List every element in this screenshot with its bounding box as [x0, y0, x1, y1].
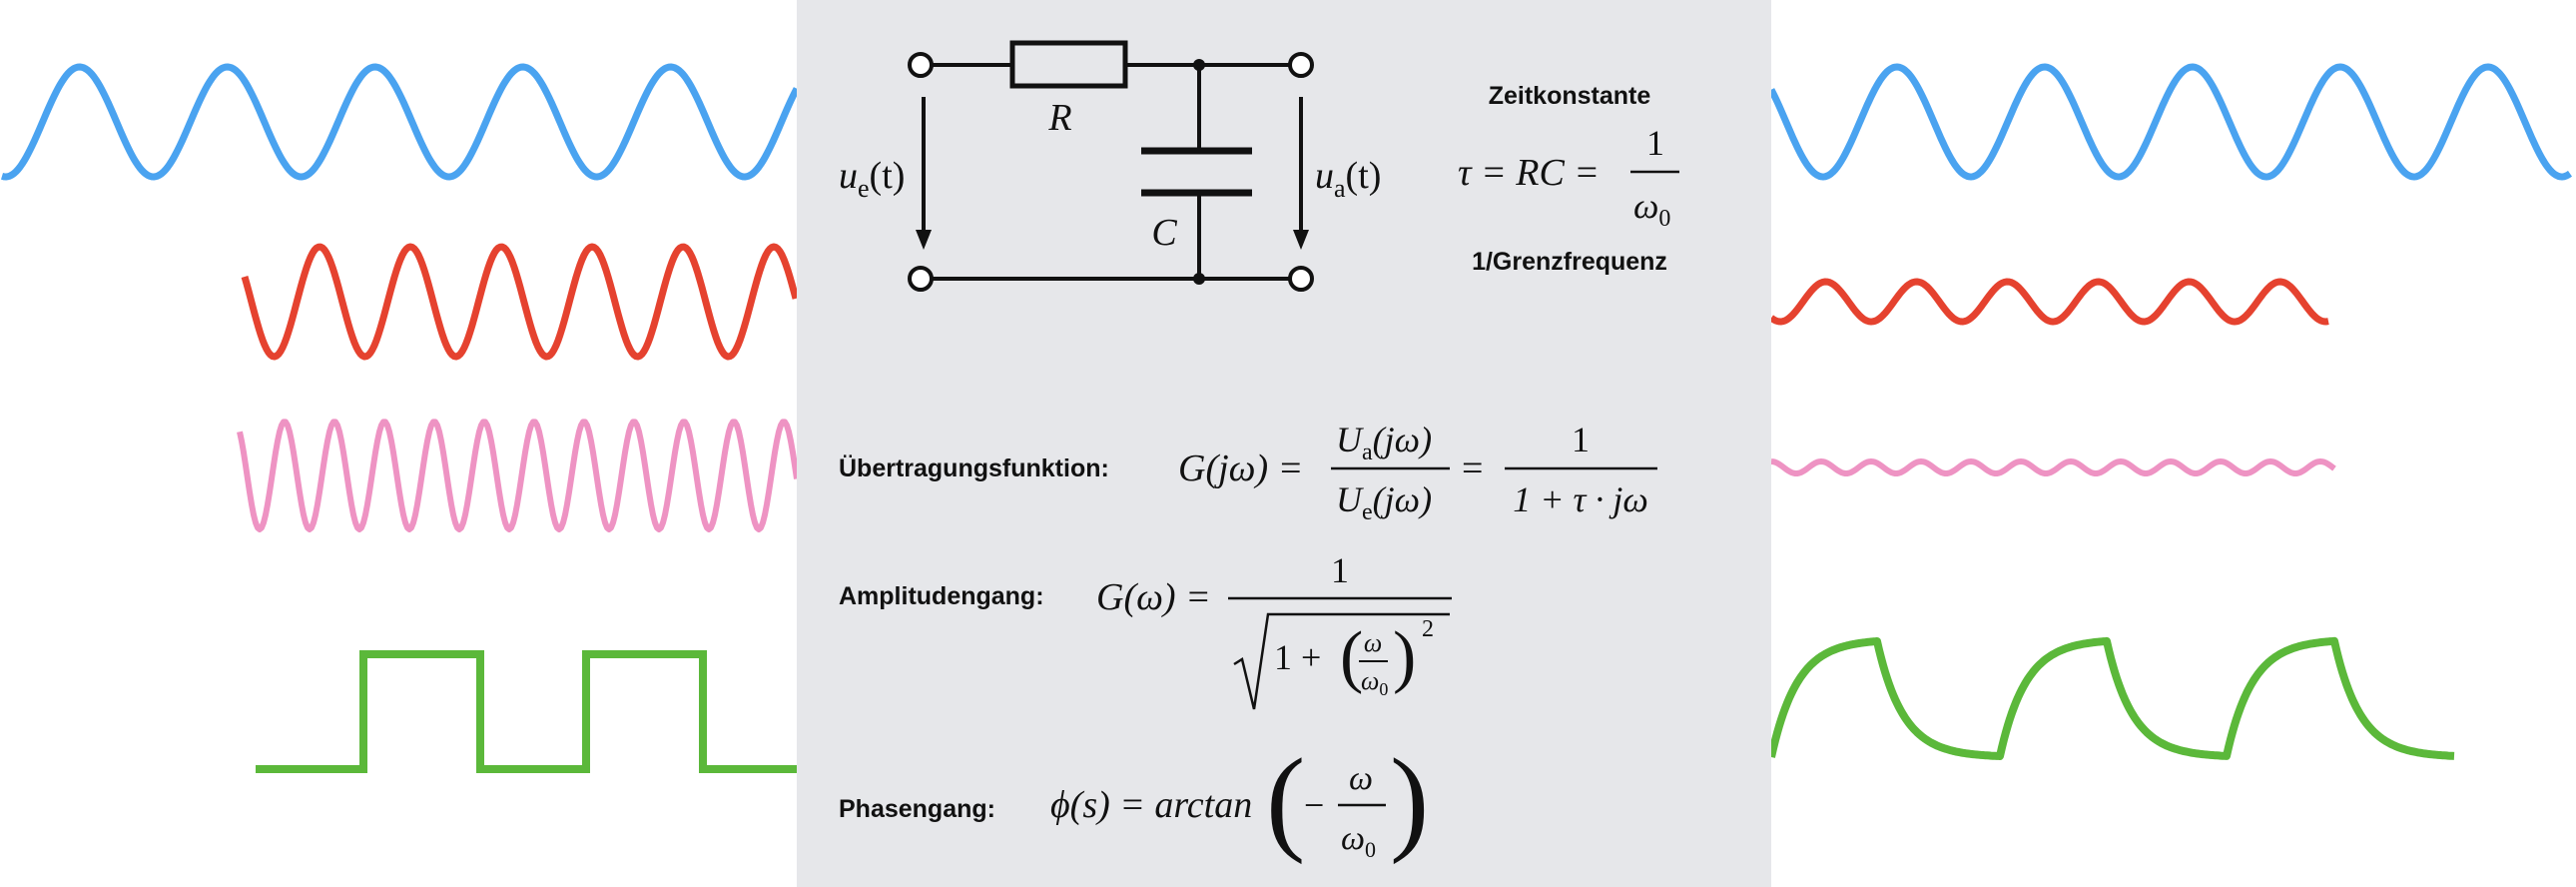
- amplitude-left-paren: (: [1340, 618, 1363, 695]
- input-voltage-arrow-head: [916, 230, 932, 250]
- input-voltage-label: ue(t): [839, 155, 905, 203]
- transfer-denominator-2: 1 + τ · jω: [1513, 479, 1648, 519]
- transfer-numerator-2: 1: [1572, 420, 1590, 459]
- time-constant-equation: τ = RC =: [1458, 152, 1600, 194]
- transfer-function-label: Übertragungsfunktion:: [839, 453, 1109, 482]
- time-constant-title: Zeitkonstante: [1489, 82, 1651, 110]
- output-voltage-label: ua(t): [1315, 155, 1381, 203]
- output-voltage-arrow-head: [1293, 230, 1309, 250]
- amplitude-numerator: 1: [1331, 550, 1349, 590]
- phase-response-block: Phasengang: ϕ(s) = arctan ( − ω ω0 ): [839, 734, 1429, 865]
- input-signals: [0, 63, 801, 773]
- amplitude-response-block: Amplitudengang: G(ω) = 1 1 + ( ω ω0 ) 2: [839, 550, 1452, 710]
- amplitude-response-lhs: G(ω) =: [1096, 576, 1211, 618]
- output-filtered-square-wave: [1767, 636, 2456, 760]
- phase-response-label: Phasengang:: [839, 795, 995, 823]
- amplitude-radicand-one: 1 +: [1274, 637, 1321, 677]
- phase-response-lhs: ϕ(s) = arctan: [1050, 784, 1252, 826]
- phase-inner-numerator: ω: [1349, 760, 1373, 797]
- output-sine-mid-frequency: [1768, 278, 2330, 326]
- transfer-equals: =: [1462, 447, 1483, 489]
- amplitude-inner-numerator: ω: [1364, 628, 1382, 657]
- output-sine-low-frequency: [1767, 63, 2573, 181]
- output-terminal-bottom: [1288, 266, 1314, 292]
- input-square-wave: [256, 650, 797, 773]
- amplitude-exponent: 2: [1422, 616, 1434, 642]
- cutoff-frequency-note: 1/Grenzfrequenz: [1472, 248, 1667, 276]
- rc-circuit: R C ue(t) ua(t): [839, 40, 1381, 292]
- amplitude-response-label: Amplitudengang:: [839, 582, 1044, 610]
- time-constant-denominator: ω0: [1633, 186, 1670, 232]
- phase-minus: −: [1304, 785, 1324, 825]
- transfer-numerator: Ua(jω): [1336, 420, 1432, 465]
- transfer-function-block: Übertragungsfunktion: G(jω) = Ua(jω) Ue(…: [839, 420, 1657, 525]
- input-terminal-bottom: [908, 266, 934, 292]
- transfer-denominator: Ue(jω): [1336, 479, 1432, 525]
- resistor-label: R: [1047, 97, 1071, 139]
- amplitude-inner-denominator: ω0: [1361, 666, 1388, 699]
- time-constant-numerator: 1: [1646, 123, 1664, 163]
- square-root-symbol: [1233, 612, 1450, 710]
- phase-left-paren: (: [1266, 734, 1305, 865]
- amplitude-right-paren: ): [1393, 618, 1416, 695]
- output-terminal-top: [1288, 52, 1314, 78]
- input-terminal-top: [908, 52, 934, 78]
- time-constant-block: Zeitkonstante τ = RC = 1 ω0 1/Grenzfrequ…: [1458, 82, 1679, 276]
- input-sine-high-frequency: [237, 419, 800, 532]
- phase-inner-denominator: ω0: [1341, 820, 1376, 862]
- formula-panel: [797, 0, 1771, 887]
- output-signals: [1767, 63, 2573, 760]
- output-sine-high-frequency: [1770, 458, 2336, 476]
- input-sine-mid-frequency: [241, 243, 800, 361]
- capacitor-label: C: [1151, 212, 1177, 254]
- input-sine-low-frequency: [0, 63, 801, 181]
- phase-right-paren: ): [1390, 734, 1429, 865]
- transfer-function-lhs: G(jω) =: [1178, 447, 1303, 489]
